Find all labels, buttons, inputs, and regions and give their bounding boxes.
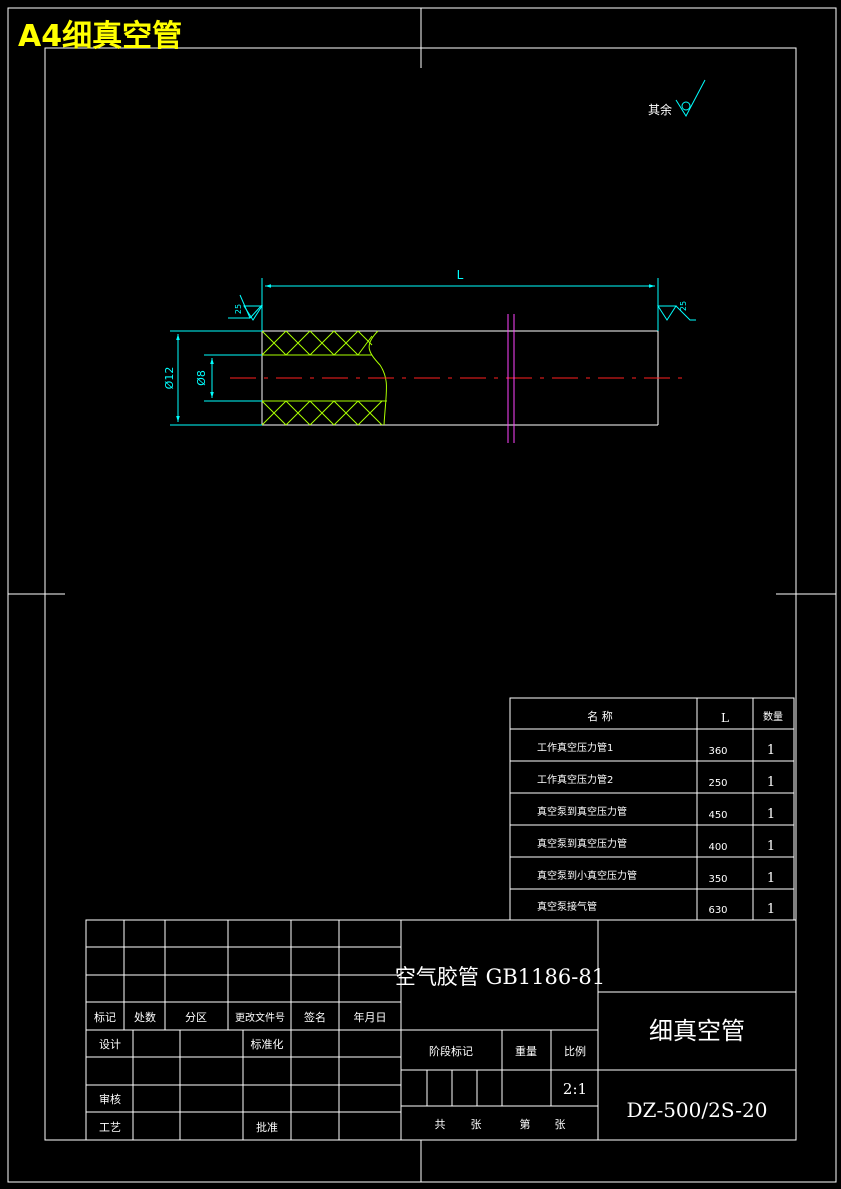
label-standardize: 标准化	[251, 1037, 284, 1051]
outer-diameter-label: Ø12	[163, 367, 176, 390]
label-date: 年月日	[354, 1010, 387, 1024]
label-weight: 重量	[515, 1044, 537, 1058]
section-hatch	[261, 330, 387, 426]
label-signature: 签名	[304, 1010, 326, 1024]
parts-cell-name: 真空泵到小真空压力管	[537, 869, 637, 882]
parts-row: 工作真空压力管1 360 1	[537, 741, 775, 758]
sheet-label: A4细真空管	[18, 19, 182, 54]
label-process: 工艺	[99, 1121, 121, 1134]
parts-cell-qty: 1	[767, 775, 775, 790]
parts-cell-qty: 1	[767, 807, 775, 822]
label-stage-mark: 阶段标记	[429, 1044, 473, 1058]
length-dimension	[261, 278, 659, 331]
roughness-left-icon	[228, 294, 263, 321]
roughness-symbol-icon	[675, 79, 706, 118]
parts-cell-qty: 1	[767, 871, 775, 886]
parts-cell-name: 工作真空压力管1	[537, 741, 613, 754]
length-label: L	[457, 268, 464, 282]
parts-cell-length: 360	[708, 746, 727, 757]
label-mark: 标记	[94, 1010, 116, 1024]
parts-cell-qty: 1	[767, 902, 775, 917]
parts-cell-qty: 1	[767, 839, 775, 854]
label-review: 审核	[99, 1092, 121, 1106]
label-scale: 比例	[564, 1044, 586, 1058]
scale-value: 2:1	[563, 1080, 587, 1098]
parts-row: 真空泵到真空压力管 400 1	[537, 837, 775, 854]
parts-table: 名 称 L 数量 工作真空压力管1 360 1 工作真空压力管2 250 1 真…	[509, 697, 795, 921]
label-sheet-no: 第	[520, 1117, 531, 1131]
drawing-number: DZ-500/2S-20	[627, 1098, 768, 1122]
label-count: 处数	[134, 1011, 156, 1024]
parts-header-name: 名 称	[587, 709, 613, 723]
parts-row: 真空泵接气管 630 1	[537, 900, 775, 917]
parts-header-qty: 数量	[763, 710, 783, 723]
parts-cell-name: 真空泵接气管	[537, 900, 597, 913]
parts-cell-length: 400	[708, 842, 727, 853]
parts-cell-length: 250	[708, 778, 727, 789]
roughness-right-icon	[657, 305, 696, 321]
label-change-doc: 更改文件号	[235, 1011, 285, 1024]
frame	[7, 7, 837, 1183]
roughness-left-label: 25	[234, 304, 243, 314]
part-view: L Ø12 Ø8 25 25	[163, 268, 696, 443]
parts-cell-length: 630	[708, 905, 727, 916]
roughness-note-text: 其余	[648, 102, 672, 117]
inner-diameter-label: Ø8	[195, 370, 208, 386]
label-approve: 批准	[256, 1120, 278, 1134]
parts-cell-name: 真空泵到真空压力管	[537, 837, 627, 850]
parts-row: 真空泵到真空压力管 450 1	[537, 805, 775, 822]
label-sheets: 张	[471, 1118, 482, 1131]
parts-cell-name: 真空泵到真空压力管	[537, 805, 627, 818]
parts-row: 真空泵到小真空压力管 350 1	[537, 869, 775, 886]
label-total: 共	[435, 1118, 446, 1131]
parts-cell-length: 450	[708, 810, 727, 821]
parts-row: 工作真空压力管2 250 1	[537, 773, 775, 790]
material-spec: 空气胶管 GB1186-81	[395, 965, 605, 989]
title-block: 标记 处数 分区 更改文件号 签名 年月日 设计 标准化 审核 工艺 批准 空气…	[85, 919, 797, 1141]
inner-diameter-dimension	[204, 354, 262, 402]
parts-header-length: L	[721, 711, 729, 725]
label-zone: 分区	[185, 1011, 207, 1024]
roughness-note: 其余	[648, 79, 706, 118]
break-marks	[507, 314, 515, 443]
parts-cell-length: 350	[708, 874, 727, 885]
part-name: 细真空管	[649, 1017, 745, 1045]
parts-cell-qty: 1	[767, 743, 775, 758]
label-design: 设计	[99, 1038, 121, 1051]
outer-diameter-dimension	[170, 330, 262, 426]
parts-cell-name: 工作真空压力管2	[537, 773, 613, 786]
label-sheet-unit: 张	[555, 1118, 566, 1131]
roughness-right-label: 25	[679, 301, 688, 311]
